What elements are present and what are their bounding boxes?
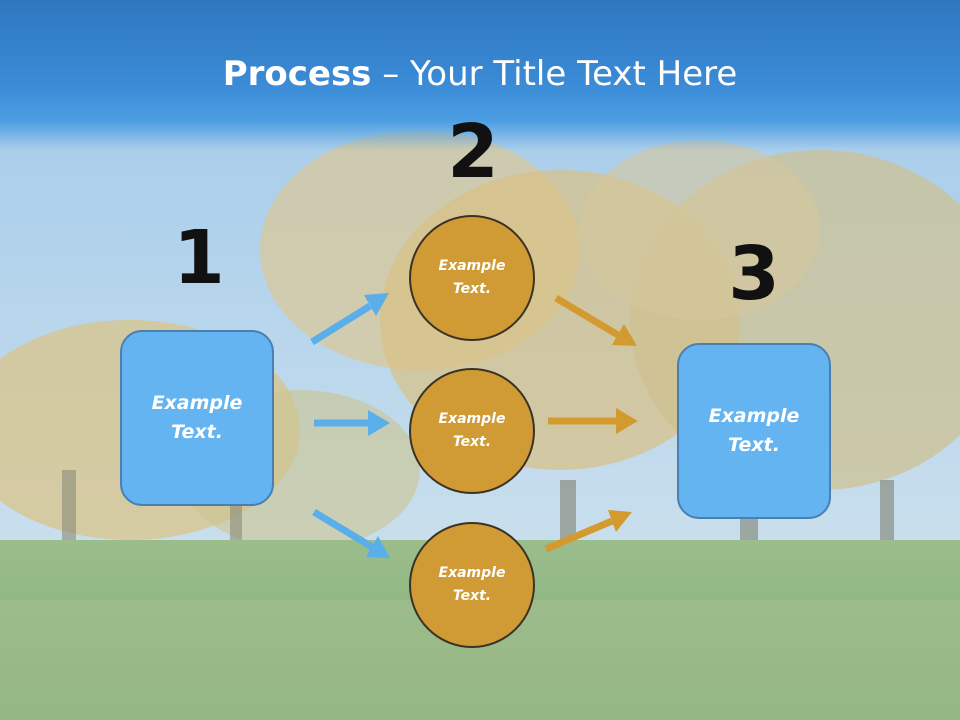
step-box-1-line1: Example: [151, 392, 243, 414]
title-rest: – Your Title Text Here: [371, 54, 738, 94]
arrow-blue-down: [312, 509, 390, 558]
step-circle-top-line1: Example: [438, 258, 506, 274]
step-circle-bottom-line1: Example: [438, 565, 506, 581]
step-circle-top-line2: Text.: [452, 281, 492, 297]
step-number-1: 1: [173, 215, 225, 301]
arrow-gold-up: [544, 510, 632, 553]
title-band: [0, 0, 960, 150]
arrow-blue-mid: [314, 410, 390, 436]
step-number-2: 2: [447, 109, 499, 195]
arrow-gold-mid: [548, 408, 638, 434]
step-box-3-line1: Example: [708, 405, 800, 427]
step-circle-middle-line1: Example: [438, 411, 506, 427]
step-number-3: 3: [728, 231, 780, 317]
step-box-3-line2: Text.: [728, 434, 780, 456]
step-circle-bottom-line2: Text.: [452, 588, 492, 604]
step-box-1-line2: Text.: [171, 421, 223, 443]
arrow-gold-down: [554, 294, 637, 346]
step-circle-middle-line2: Text.: [452, 434, 492, 450]
arrow-blue-up: [310, 293, 389, 345]
title-bold: Process: [222, 54, 372, 94]
slide-title: Process – Your Title Text Here: [0, 52, 960, 96]
